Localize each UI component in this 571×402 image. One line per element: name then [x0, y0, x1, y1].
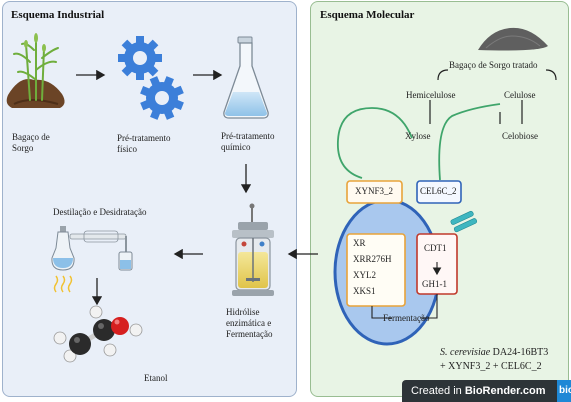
- enzyme-xr: XR: [353, 238, 366, 248]
- industrial-scheme-title: Esquema Industrial: [11, 9, 105, 21]
- badge-text: Created in: [411, 385, 465, 397]
- bagaco-tratado-label: Bagaço de Sorgo tratado: [449, 60, 538, 70]
- bagaco-sorgo-label: Bagaço de Sorgo: [12, 132, 50, 153]
- green-flow-lines: [337, 103, 501, 181]
- enzyme-xks1: XKS1: [353, 286, 376, 296]
- xylose-enzymes-box: [346, 233, 406, 307]
- biorender-logo-icon: bio: [557, 380, 571, 402]
- hidrolise-fermentacao-label: Hidrólise enzimática e Fermentação: [226, 307, 273, 339]
- bioreactor-icon: [232, 203, 274, 296]
- ethanol-molecule-icon: [53, 305, 143, 363]
- xylose-label: Xylose: [405, 131, 431, 141]
- pre-tratamento-quimico-label: Pré-tratamento químico: [221, 131, 275, 152]
- strain-species: S. cerevisiae: [440, 347, 491, 358]
- celulose-label: Celulose: [504, 90, 536, 100]
- molecular-scheme-title: Esquema Molecular: [320, 9, 415, 21]
- gears-icon: [118, 36, 184, 120]
- celobiose-label: Celobiose: [502, 131, 538, 141]
- strain-label: S. cerevisiae DA24-16BT3: [440, 347, 548, 359]
- distillation-apparatus-icon: [51, 226, 133, 293]
- biomass-pile-icon: [478, 27, 548, 51]
- pre-tratamento-fisico-label: Pré-tratamento físico: [117, 133, 171, 154]
- gh1-label: GH1-1: [422, 279, 447, 289]
- enzyme-xyl2: XYL2: [353, 270, 376, 280]
- strain-genes-label: + XYNF3_2 + CEL6C_2: [440, 361, 542, 372]
- xynf3-label: XYNF3_2: [355, 186, 394, 196]
- erlenmeyer-flask-icon: [223, 36, 269, 119]
- fermentacao-label: Fermentação: [383, 313, 430, 323]
- xynf3-box: [346, 180, 403, 204]
- cel6c-label: CEL6C_2: [420, 186, 457, 196]
- destilacao-label: Destilação e Desidratação: [53, 207, 147, 217]
- badge-brand: BioRender.com: [464, 385, 546, 397]
- cdt1-label: CDT1: [424, 243, 447, 253]
- hemicelulose-label: Hemicelulose: [406, 90, 456, 100]
- etanol-label: Etanol: [144, 373, 168, 383]
- degradation-pathway-lines: [429, 69, 557, 124]
- biorender-badge[interactable]: Created in BioRender.com bio: [402, 380, 571, 402]
- sorghum-plant-icon: [6, 33, 65, 108]
- cdt1-transporter-icon: [450, 210, 478, 233]
- enzyme-xrr276h: XRR276H: [353, 254, 392, 264]
- cel6c-box: [416, 180, 462, 204]
- strain-id: DA24-16BT3: [490, 347, 549, 358]
